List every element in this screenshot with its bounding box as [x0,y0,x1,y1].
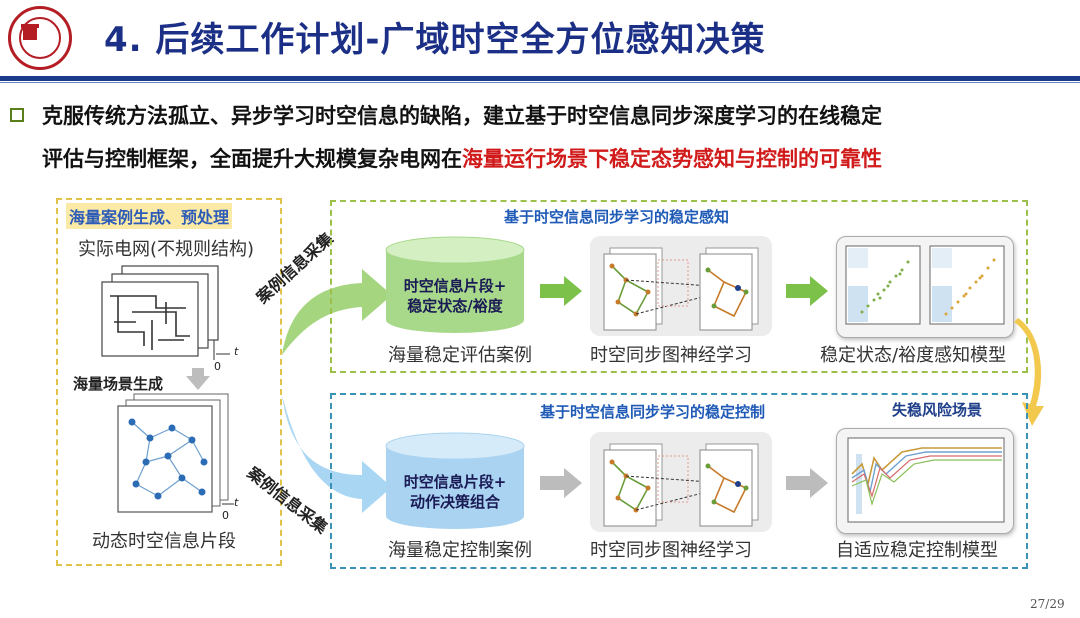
bottom-caption-model: 自适应稳定控制模型 [836,540,998,561]
case-generation-title: 海量案例生成、预处理 [66,203,233,229]
axis-zero-bottom: 0 [222,509,229,522]
page-title: 4. 后续工作计划-广域时空全方位感知决策 [104,20,766,60]
dynamic-segment-label: 动态时空信息片段 [92,531,236,552]
bottom-caption-gnn: 时空同步图神经学习 [590,540,752,561]
stability-control-title: 基于时空信息同步学习的稳定控制 [536,401,770,422]
page-number: 27/29 [1030,597,1065,611]
instability-risk-label: 失稳风险场景 [892,401,983,419]
header-divider-thin [0,82,1080,83]
right-arrow-green-1 [540,276,582,306]
right-arrow-gray-2 [786,468,828,498]
right-arrow-green-2 [786,276,828,306]
top-caption-cases: 海量稳定评估案例 [388,345,532,366]
grid-schematic-stack [101,265,230,360]
intro-highlight: 海量运行场景下稳定态势感知与控制的可靠性 [462,147,882,171]
curved-arrows [282,269,392,513]
cylinder-blue-text: 时空信息片段+ 动作决策组合 [384,472,526,512]
header-divider [0,76,1080,81]
cylinder-green-line2: 稳定状态/裕度 [407,297,503,315]
cylinder-green-line1: 时空信息片段+ [403,277,507,295]
stability-control-panel [330,393,1028,569]
control-curves-thumbnail [847,437,1005,523]
intro-line-1: 克服传统方法孤立、异步学习时空信息的缺陷，建立基于时空信息同步深度学习的在线稳定 [42,104,882,128]
cylinder-green-text: 时空信息片段+ 稳定状态/裕度 [384,276,526,316]
bottom-caption-cases: 海量稳定控制案例 [388,540,532,561]
cylinder-blue-line1: 时空信息片段+ [403,473,507,491]
blue-curved-arrow [282,395,392,513]
real-grid-label: 实际电网(不规则结构) [78,239,255,260]
down-arrow-icon [186,368,210,390]
case-generation-panel [56,198,282,566]
intro-line-2: 评估与控制框架，全面提升大规模复杂电网在海量运行场景下稳定态势感知与控制的可靠性 [42,139,882,179]
logo-building-roof [21,24,39,28]
axis-t-bottom: t [234,496,239,509]
gnn-diagram-top [603,247,759,331]
graph-card-front [117,405,213,513]
axis-t-top: t [234,345,239,358]
green-curved-arrow [282,269,392,355]
right-connector-arrow [1014,318,1044,426]
university-logo [8,6,72,70]
stability-perception-title: 基于时空信息同步学习的稳定感知 [500,206,734,227]
scatter-plots-thumbnail [845,245,1005,325]
top-caption-gnn: 时空同步图神经学习 [590,345,752,366]
top-caption-model: 稳定状态/裕度感知模型 [820,345,1007,366]
dynamic-graph-stack [117,393,234,513]
gnn-diagram-bottom [603,443,759,527]
cylinder-blue-line2: 动作决策组合 [409,493,500,511]
stability-perception-panel [330,200,1028,373]
scenario-generation-label: 海量场景生成 [73,375,164,393]
right-arrow-gray-1 [540,468,582,498]
axis-zero-top: 0 [214,360,221,373]
cylinder-green [385,236,525,333]
schematic-card-front [101,281,199,357]
intro-line-2-prefix: 评估与控制框架，全面提升大规模复杂电网在 [42,147,462,171]
cylinder-blue [385,432,525,529]
square-bullet-icon [10,108,24,122]
logo-building [23,28,37,40]
logo-inner-ring [19,17,61,59]
